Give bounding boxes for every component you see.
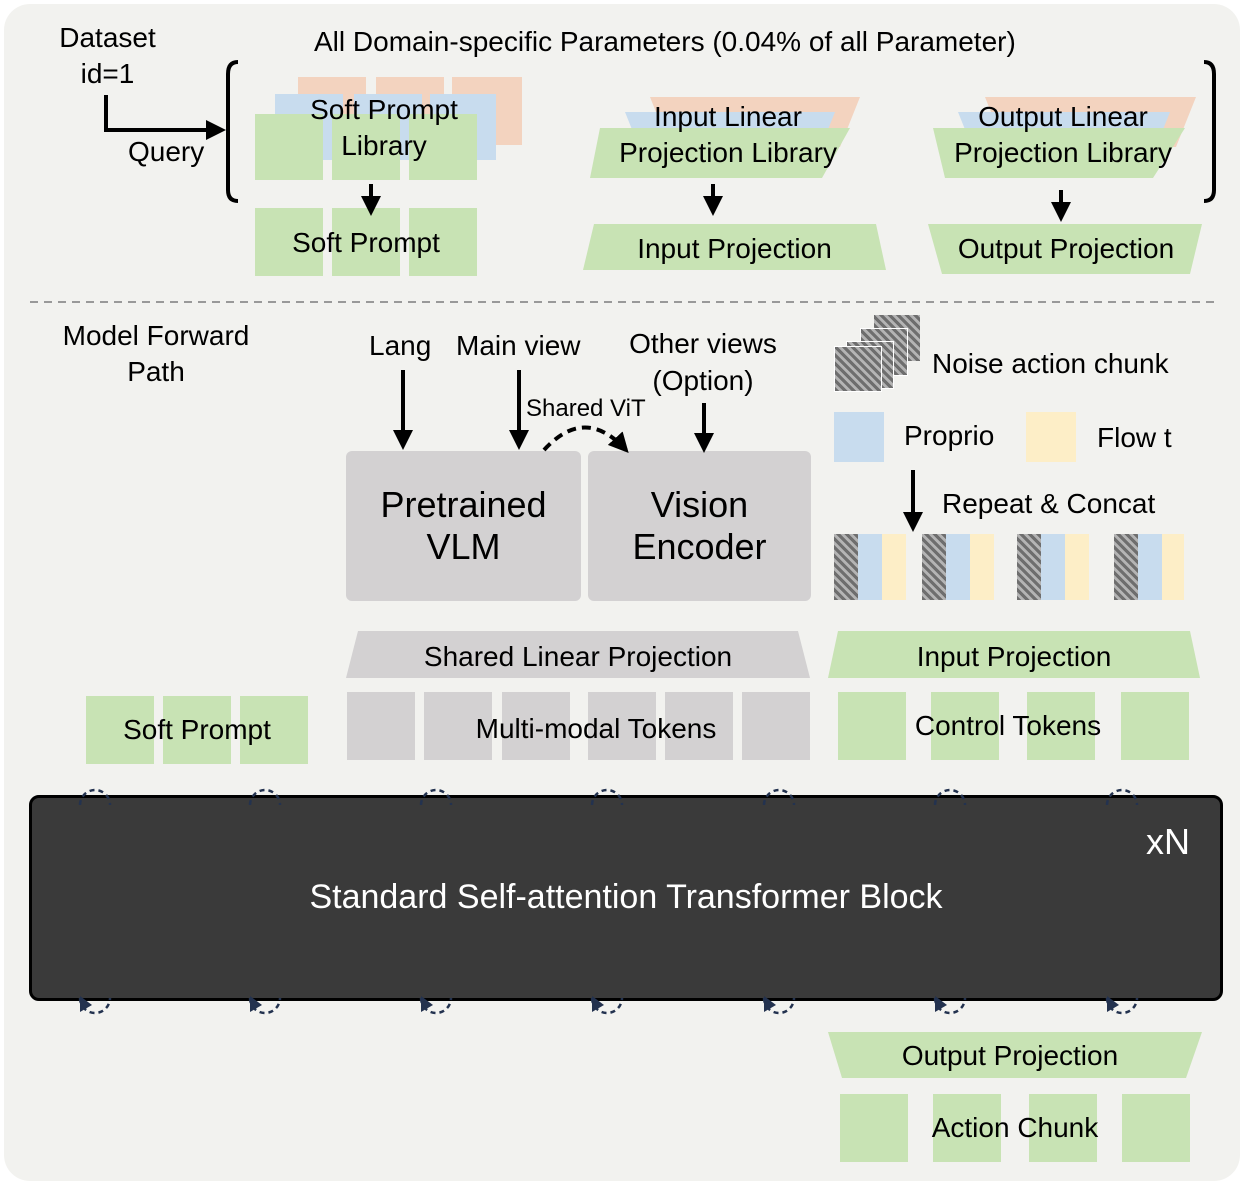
action-chunk-label: Action Chunk [931, 1112, 1099, 1143]
soft-prompt-library-line2: Library [341, 130, 427, 161]
flow-t-swatch [1026, 412, 1076, 462]
pretrained-vlm-line1: Pretrained [380, 484, 547, 525]
domain-params-title: All Domain-specific Parameters (0.04% of… [314, 26, 1016, 57]
repeat-n-label: xN [1146, 821, 1190, 862]
input-library-line2: Projection Library [619, 137, 837, 168]
main-view-label: Main view [456, 330, 581, 361]
vision-encoder-line1: Vision [650, 484, 749, 525]
noise-action-chunk-label: Noise action chunk [932, 348, 1169, 379]
multimodal-tokens-label: Multi-modal Tokens [475, 713, 717, 744]
output-library-line2: Projection Library [954, 137, 1172, 168]
query-label: Query [128, 136, 205, 167]
shared-vit-label: Shared ViT [526, 395, 646, 422]
transformer-block: Standard Self-attention Transformer Bloc… [29, 795, 1223, 1001]
forward-path-line1: Model Forward [62, 320, 250, 351]
output-projection-top-label: Output Projection [957, 233, 1175, 264]
pretrained-vlm-block: Pretrained VLM [346, 451, 581, 601]
dataset-id-label: id=1 [80, 58, 135, 89]
vision-encoder-block: Vision Encoder [588, 451, 811, 601]
input-projection-forward-label: Input Projection [916, 641, 1112, 672]
input-projection-top-label: Input Projection [637, 233, 832, 264]
proprio-label: Proprio [904, 420, 995, 451]
pretrained-vlm-line2: VLM [426, 526, 501, 567]
soft-prompt-library-line1: Soft Prompt [310, 94, 458, 125]
input-library-line1: Input Linear [654, 101, 802, 132]
output-projection-bottom-label: Output Projection [901, 1040, 1119, 1071]
lang-label: Lang [369, 330, 432, 361]
other-views-line1: Other views [629, 328, 777, 359]
output-library-line1: Output Linear [978, 101, 1148, 132]
other-views-line2: (Option) [652, 365, 754, 396]
repeat-concat-label: Repeat & Concat [942, 488, 1156, 519]
transformer-block-label: Standard Self-attention Transformer Bloc… [309, 878, 943, 916]
shared-linear-projection-label: Shared Linear Projection [423, 641, 733, 672]
forward-path-line2: Path [127, 356, 185, 387]
vision-encoder-line2: Encoder [632, 526, 767, 567]
soft-prompt-top-label: Soft Prompt [292, 227, 440, 258]
flow-t-label: Flow t [1097, 422, 1172, 453]
proprio-swatch [834, 412, 884, 462]
soft-prompt-forward-label: Soft Prompt [123, 714, 271, 745]
dataset-label: Dataset [59, 22, 156, 53]
control-tokens-label: Control Tokens [914, 710, 1102, 741]
